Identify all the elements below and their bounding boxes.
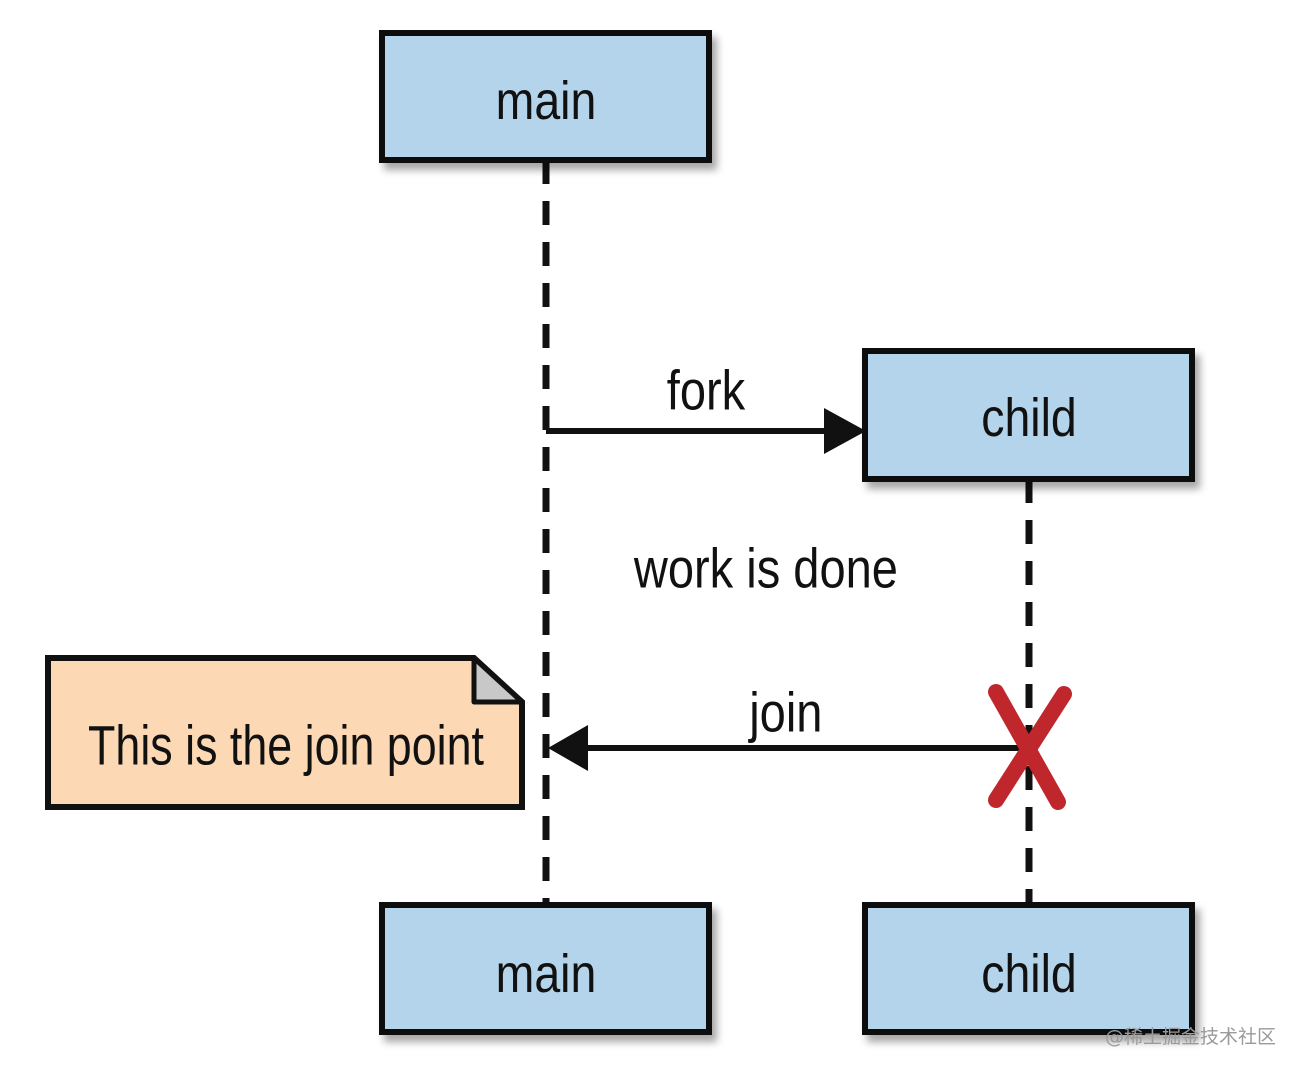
join-label: join bbox=[747, 681, 822, 744]
child-bottom-box: child bbox=[862, 902, 1195, 1035]
child-top-box: child bbox=[862, 348, 1195, 482]
note-body bbox=[45, 655, 525, 810]
child-top-label: child bbox=[981, 386, 1077, 447]
work-done-label: work is done bbox=[633, 537, 898, 600]
child-bottom-label: child bbox=[981, 942, 1077, 1003]
watermark-text: @稀土掘金技术社区 bbox=[1105, 1026, 1276, 1048]
fork-label: fork bbox=[667, 359, 746, 422]
note-text: This is the join point bbox=[88, 714, 484, 777]
fork-arrowhead-icon bbox=[824, 408, 866, 454]
main-top-box-rect bbox=[379, 30, 712, 163]
child-bottom-box-rect bbox=[862, 902, 1195, 1035]
note-fold-icon bbox=[471, 655, 525, 705]
main-top-box: main bbox=[379, 30, 712, 163]
join-point-note: This is the join point bbox=[45, 655, 525, 810]
destroy-x-icon bbox=[988, 684, 1072, 810]
join-arrowhead-icon bbox=[548, 725, 588, 771]
main-top-label: main bbox=[496, 69, 597, 130]
main-bottom-label: main bbox=[496, 942, 597, 1003]
main-bottom-box: main bbox=[379, 902, 712, 1035]
child-top-box-rect bbox=[862, 348, 1195, 482]
main-bottom-box-rect bbox=[379, 902, 712, 1035]
fork-message: fork bbox=[546, 359, 866, 454]
join-message: join bbox=[548, 681, 1025, 771]
